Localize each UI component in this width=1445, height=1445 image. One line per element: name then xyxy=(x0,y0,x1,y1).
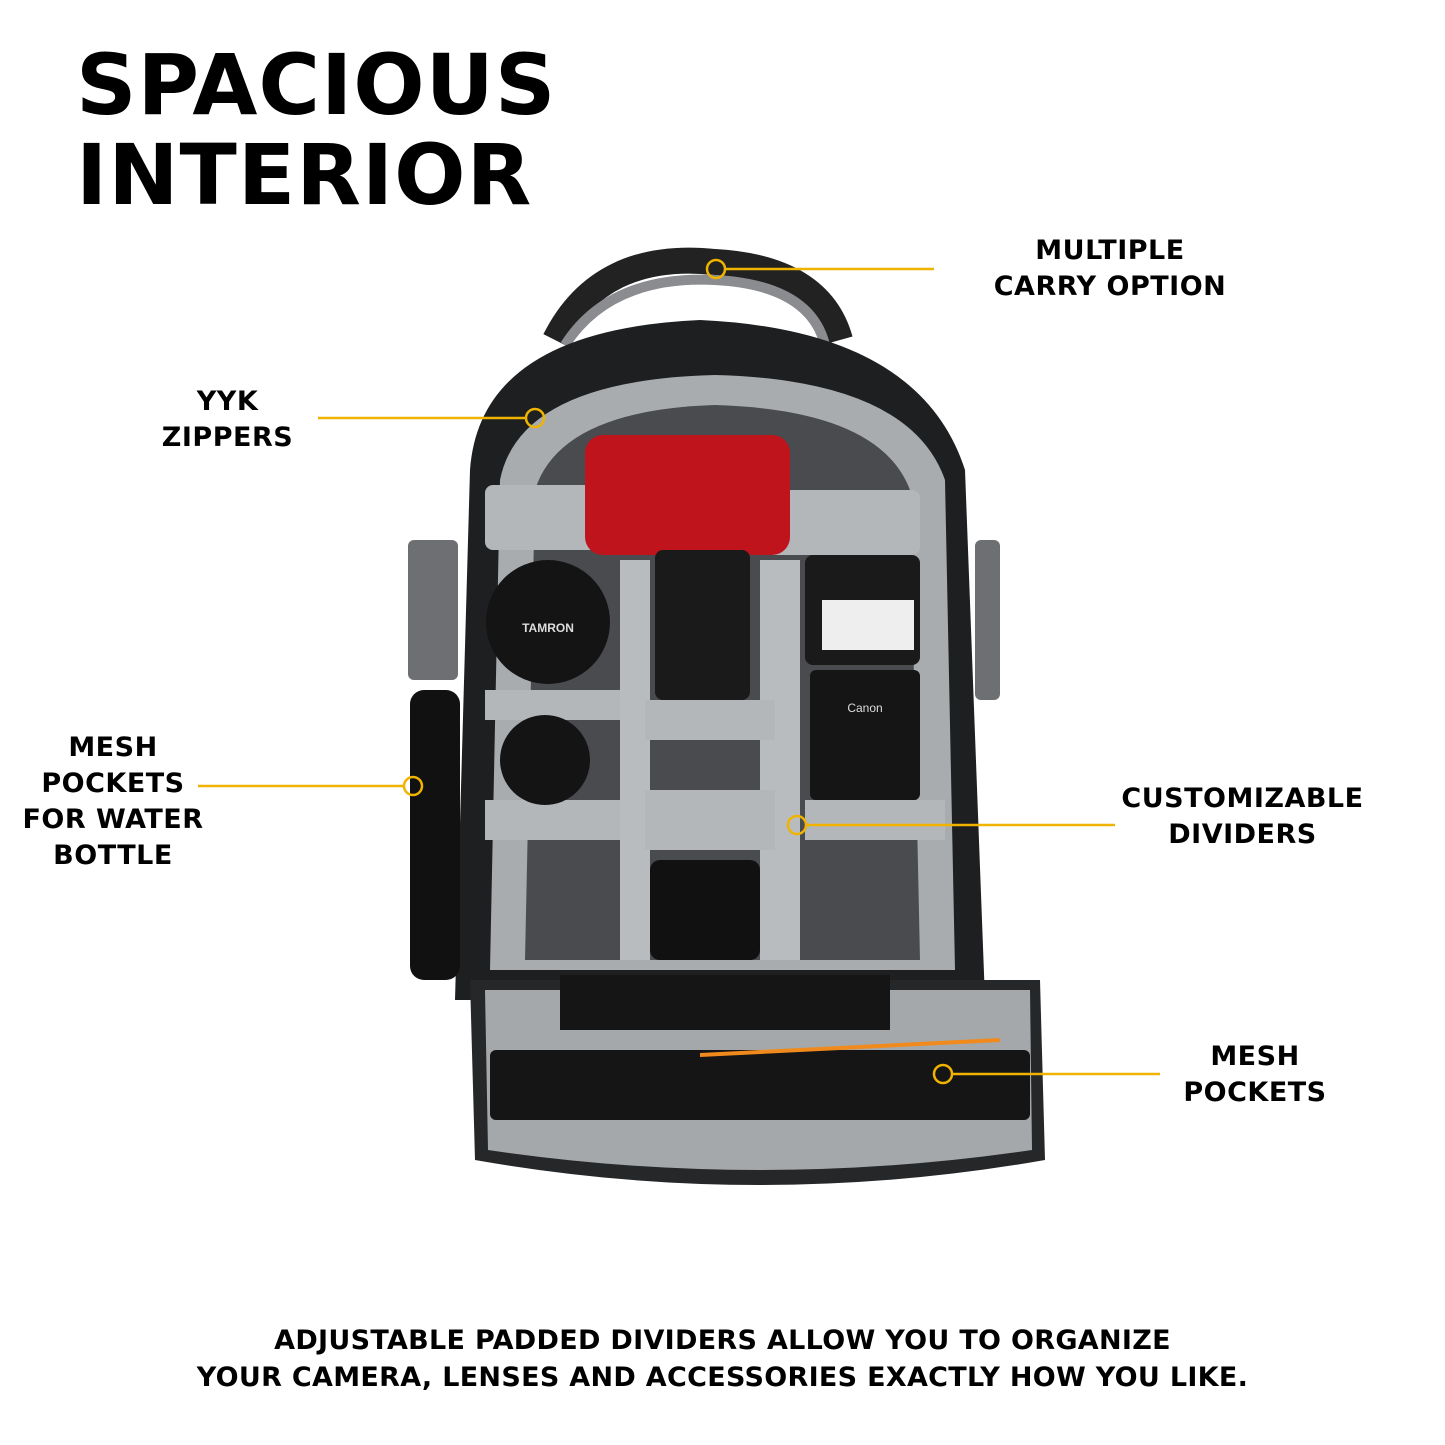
title-line-2: INTERIOR xyxy=(76,126,533,224)
flash-text: Canon xyxy=(847,701,882,715)
callout-mesh-side: MESH POCKETS FOR WATER BOTTLE xyxy=(8,730,218,874)
page-title: SPACIOUS INTERIOR xyxy=(76,40,556,220)
callout-text: BOTTLE xyxy=(53,840,173,871)
lens-rear-cap xyxy=(500,715,590,805)
callout-text: ZIPPERS xyxy=(161,422,294,453)
footer-line-2: YOUR CAMERA, LENSES AND ACCESSORIES EXAC… xyxy=(196,1362,1249,1393)
callout-dividers: CUSTOMIZABLE DIVIDERS xyxy=(1105,781,1380,853)
callout-zippers: YYK ZIPPERS xyxy=(140,384,315,456)
callout-text: MULTIPLE xyxy=(1035,235,1185,266)
callout-carry-option: MULTIPLE CARRY OPTION xyxy=(975,233,1245,305)
upper-mesh-pocket xyxy=(560,975,890,1030)
callout-text: POCKETS xyxy=(1183,1077,1327,1108)
callout-text: CARRY OPTION xyxy=(993,271,1227,302)
footer-line-1: ADJUSTABLE PADDED DIVIDERS ALLOW YOU TO … xyxy=(274,1325,1171,1356)
footer-description: ADJUSTABLE PADDED DIVIDERS ALLOW YOU TO … xyxy=(0,1322,1445,1396)
callout-text: CUSTOMIZABLE xyxy=(1121,783,1364,814)
lower-mesh-pocket xyxy=(490,1050,1030,1120)
carry-handle xyxy=(543,247,853,347)
callout-text: MESH xyxy=(1210,1041,1300,1072)
callout-text: YYK xyxy=(196,386,259,417)
tamron-lens-cap xyxy=(486,560,610,684)
callout-text: MESH xyxy=(68,732,158,763)
lens-cap-text: TAMRON xyxy=(522,621,574,635)
camera-lens xyxy=(655,550,750,700)
title-line-1: SPACIOUS xyxy=(76,36,557,134)
callout-text: DIVIDERS xyxy=(1168,819,1317,850)
side-mesh-pocket xyxy=(410,690,460,980)
flash-body xyxy=(810,670,920,800)
callout-text: POCKETS xyxy=(41,768,185,799)
callout-mesh-front: MESH POCKETS xyxy=(1160,1039,1350,1111)
camera-body xyxy=(585,435,790,555)
callout-text: FOR WATER xyxy=(22,804,204,835)
